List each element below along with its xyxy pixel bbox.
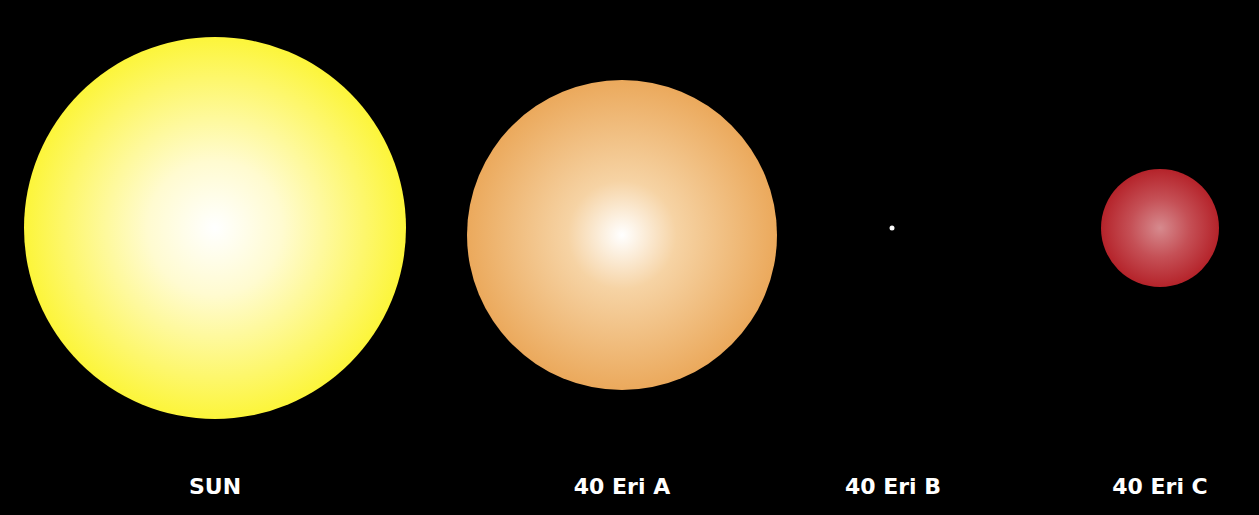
star-disc-svg	[462, 20, 782, 510]
star-disc-svg	[802, 20, 982, 510]
star-node: 40 Eri B	[802, 20, 982, 510]
star-node: SUN	[19, 20, 411, 510]
star-name: 40 Eri C	[1112, 474, 1208, 500]
star-node: 40 Eri A	[462, 20, 782, 510]
star-disc-svg	[19, 20, 411, 510]
star-name: 40 Eri A	[574, 474, 670, 500]
star-disc	[24, 37, 406, 419]
star-name: SUN	[189, 474, 241, 500]
star-disc	[467, 80, 777, 390]
star-disc	[1101, 169, 1219, 287]
star-node: 40 Eri C	[1070, 20, 1250, 510]
star-disc-svg	[1070, 20, 1250, 510]
star-name: 40 Eri B	[845, 474, 941, 500]
star-disc	[890, 226, 895, 231]
